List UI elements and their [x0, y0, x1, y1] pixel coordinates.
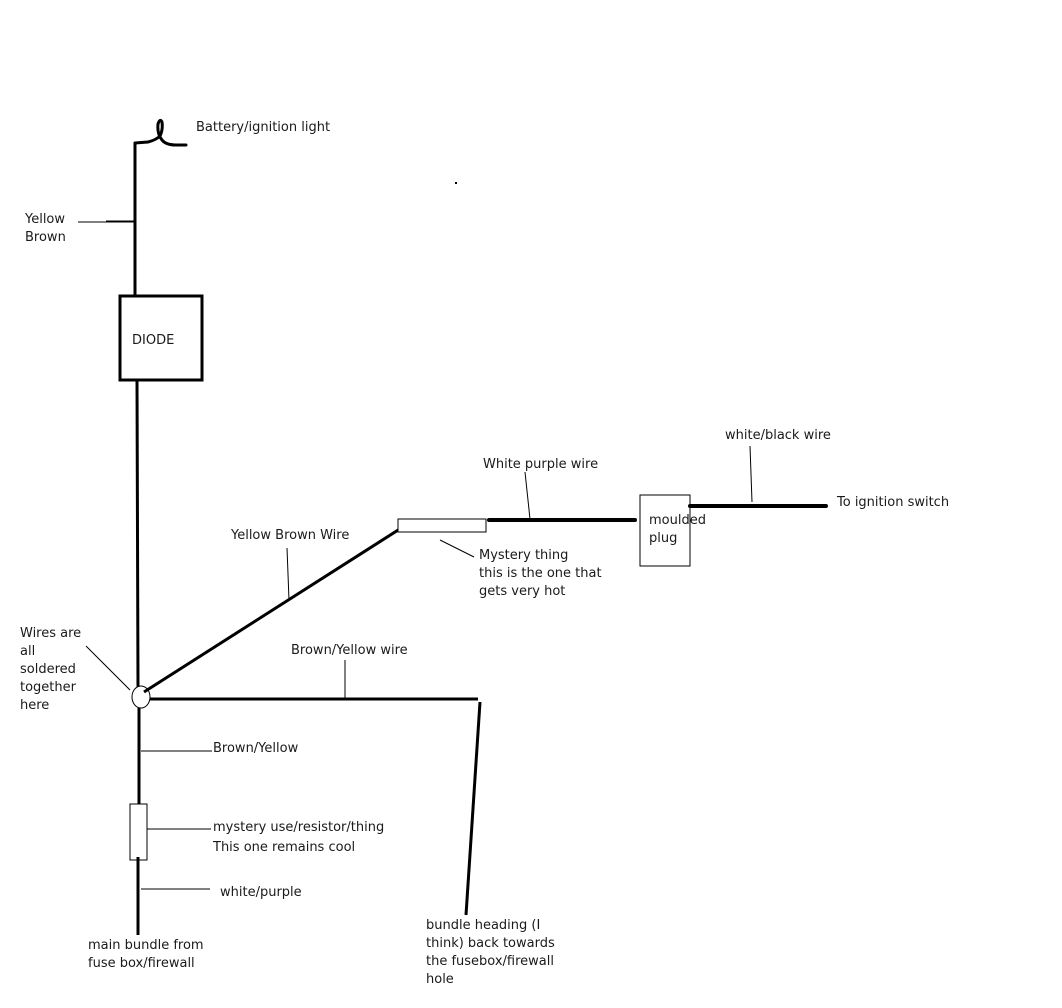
- label-yellow-brown-top: Yellow Brown: [25, 211, 66, 247]
- mystery-thing-hot-box: [397, 518, 487, 533]
- leader-yellow-brown-wire: [286, 547, 290, 601]
- label-mystery-resistor: mystery use/resistor/thing This one rema…: [213, 819, 384, 857]
- label-white-black-wire: white/black wire: [725, 428, 831, 443]
- label-to-ignition-switch: To ignition switch: [837, 495, 950, 510]
- label-white-purple: white/purple: [220, 885, 302, 900]
- wire-diode-to-joint: [135, 379, 140, 689]
- label-line: all: [20, 644, 36, 659]
- battery-light-terminal: [133, 118, 188, 147]
- diode-box: [118, 294, 204, 382]
- label-white-purple-wire: White purple wire: [483, 457, 599, 472]
- label-diode: DIODE: [132, 333, 175, 348]
- label-solder-joint: Wires are all soldered together here: [20, 625, 81, 715]
- leader-white-black-wire: [749, 445, 753, 503]
- mystery-resistor-box: [129, 803, 148, 861]
- label-line: here: [20, 698, 50, 713]
- label-yellow-brown-wire: Yellow Brown Wire: [231, 528, 350, 543]
- label-main-bundle: main bundle from fuse box/firewall: [88, 937, 204, 973]
- label-line: the fusebox/firewall: [426, 954, 555, 969]
- label-line: Wires are: [20, 626, 82, 641]
- label-line: hole: [426, 972, 454, 987]
- moulded-plug-box: [639, 494, 691, 567]
- label-mystery-thing: Mystery thing this is the one that gets …: [479, 547, 602, 601]
- label-brown-yellow: Brown/Yellow: [213, 741, 299, 756]
- wire-bundle-return: [464, 701, 482, 916]
- wire-yellow-brown-diagonal: [143, 523, 407, 694]
- label-line: fuse box/firewall: [88, 956, 195, 971]
- label-line: together: [20, 680, 76, 695]
- label-line: this is the one that: [479, 566, 602, 581]
- label-line: main bundle from: [88, 938, 204, 953]
- label-line: soldered: [20, 662, 76, 677]
- stray-dot: [455, 182, 457, 184]
- leader-white-purple-wire: [524, 471, 531, 520]
- label-line: This one remains cool: [213, 840, 356, 855]
- label-line: plug: [649, 531, 678, 546]
- label-battery-light: Battery/ignition light: [196, 120, 331, 135]
- label-moulded-plug: moulded plug: [649, 512, 706, 548]
- label-bundle-heading: bundle heading (I think) back towards th…: [426, 917, 555, 989]
- label-brown-yellow-wire: Brown/Yellow wire: [291, 643, 408, 658]
- leader-solder-joint: [85, 645, 131, 691]
- label-line: Yellow: [25, 212, 66, 227]
- label-line: Brown: [25, 230, 66, 245]
- label-line: bundle heading (I: [426, 918, 541, 933]
- label-line: moulded: [649, 513, 706, 528]
- leader-mystery-thing: [439, 539, 475, 558]
- label-line: mystery use/resistor/thing: [213, 820, 385, 835]
- label-line: think) back towards: [426, 936, 555, 951]
- label-line: Mystery thing: [479, 548, 569, 563]
- label-line: gets very hot: [479, 584, 566, 599]
